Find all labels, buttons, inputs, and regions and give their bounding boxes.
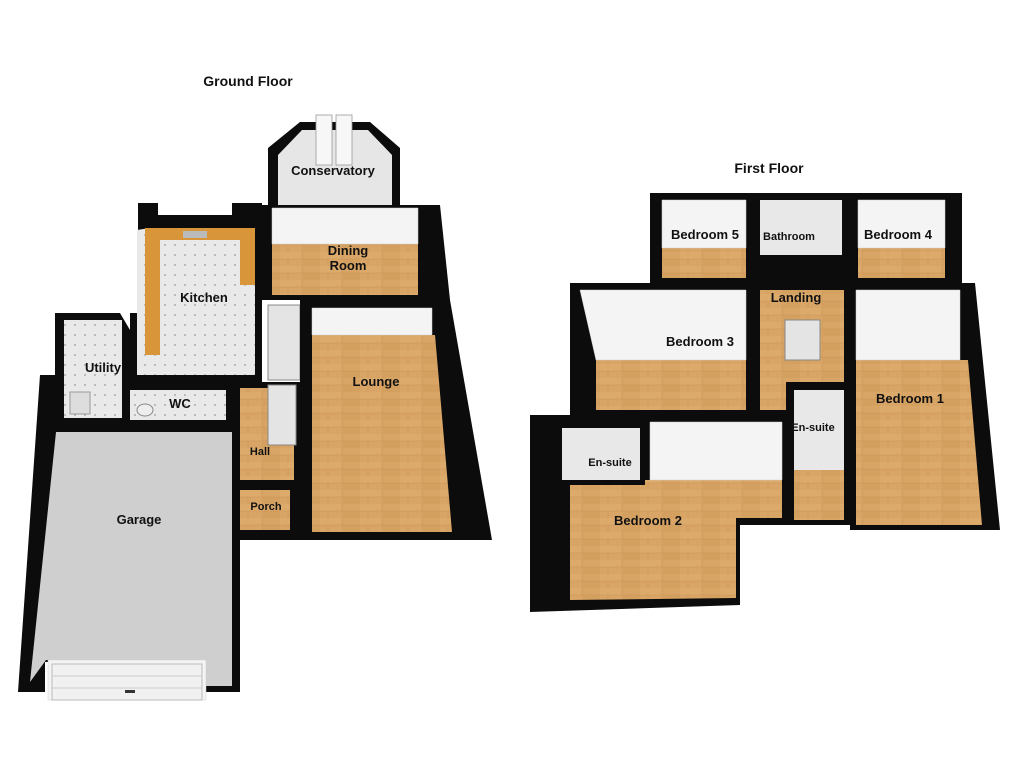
porch-room <box>232 482 300 540</box>
french-doors <box>315 114 353 166</box>
ensuite2-room <box>555 420 645 485</box>
kitchen-room <box>130 203 262 382</box>
dining-label-line2: Room <box>330 258 367 273</box>
bedroom4-room <box>850 193 962 283</box>
garage-door <box>51 663 203 701</box>
bedroom1-room <box>850 283 1000 530</box>
lounge-label: Lounge <box>353 374 400 389</box>
ground-floor <box>18 114 492 701</box>
garage-room <box>18 375 240 701</box>
bedroom4-label: Bedroom 4 <box>864 227 933 242</box>
first-floor-title: First Floor <box>734 160 804 176</box>
first-floor <box>530 193 1000 612</box>
kitchen-label: Kitchen <box>180 290 228 305</box>
landing-room <box>752 260 850 415</box>
bedroom5-room <box>650 193 752 283</box>
porch-label: Porch <box>250 501 281 513</box>
bedroom1-label: Bedroom 1 <box>876 391 944 406</box>
ensuite1-room <box>786 382 850 525</box>
ensuite2-label: En-suite <box>588 457 631 469</box>
wc-room <box>122 382 232 425</box>
bedroom5-label: Bedroom 5 <box>671 227 739 242</box>
utility-room <box>55 313 130 425</box>
landing-label: Landing <box>771 290 822 305</box>
ground-floor-title: Ground Floor <box>203 73 293 89</box>
garage-label: Garage <box>117 512 162 527</box>
bedroom3-label: Bedroom 3 <box>666 334 734 349</box>
bathroom-room <box>752 193 850 260</box>
bedroom2-label: Bedroom 2 <box>614 513 682 528</box>
lounge-room <box>300 300 492 540</box>
ensuite1-label: En-suite <box>791 422 834 434</box>
staircase <box>267 304 301 446</box>
dining-room <box>262 205 450 300</box>
stair-top <box>784 319 821 361</box>
conservatory-room <box>268 114 400 205</box>
bedroom3-room <box>570 283 752 415</box>
dining-label-line1: Dining <box>328 243 368 258</box>
utility-label: Utility <box>85 360 122 375</box>
hall-label: Hall <box>250 446 270 458</box>
wc-label: WC <box>169 396 191 411</box>
bathroom-label: Bathroom <box>763 231 815 243</box>
conservatory-label: Conservatory <box>291 163 376 178</box>
